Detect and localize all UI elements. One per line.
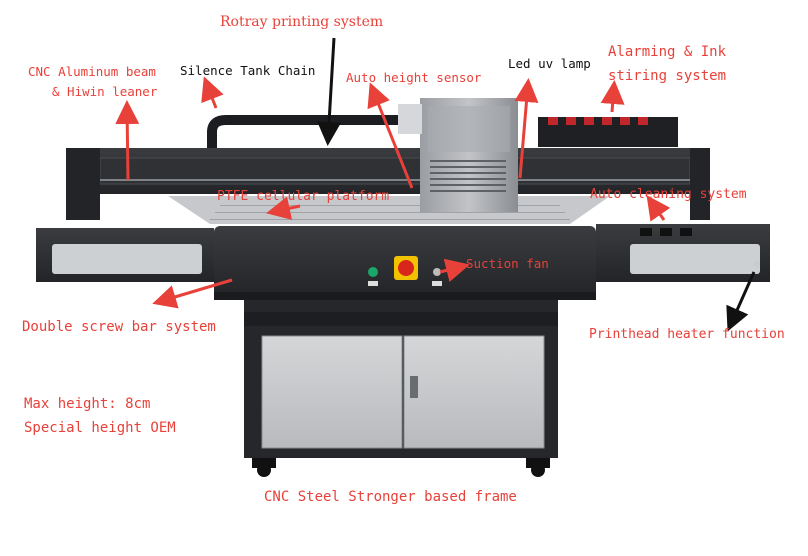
tank-chain	[207, 115, 415, 150]
carriage-vents	[430, 160, 506, 192]
label-suction: Suction fan	[466, 256, 549, 271]
ink-caps	[548, 117, 648, 125]
annotation-arrows	[115, 37, 756, 332]
arrow-ptfe	[266, 196, 301, 220]
cleaning-station	[640, 228, 692, 236]
height-sensor-block	[398, 104, 422, 134]
platform-holes	[210, 205, 570, 220]
arrow-auto-height	[367, 82, 414, 189]
cabinet-door-left	[261, 335, 403, 449]
label-led-uv: Led uv lamp	[508, 56, 591, 71]
label-alarm-1: Alarming & Ink	[608, 44, 727, 60]
label-printhead-heater: Printhead heater function	[589, 327, 785, 342]
arrow-rotary	[317, 37, 342, 146]
label-special-height: Special height OEM	[24, 420, 176, 436]
arrow-cnc-beam	[115, 100, 140, 181]
arrow-alarm	[600, 80, 625, 113]
cabinet-handle	[410, 376, 418, 398]
label-cnc-beam-1: CNC Aluminum beam	[28, 64, 156, 79]
arrow-double-screw	[152, 278, 233, 309]
casters	[252, 458, 550, 477]
label-cnc-beam-2: & Hiwin leaner	[52, 84, 158, 99]
arrow-heater	[726, 271, 756, 332]
label-rotary: Rotray printing system	[220, 14, 384, 30]
cabinet-door-right	[403, 335, 545, 449]
label-alarm-2: stiring system	[608, 68, 727, 84]
suction-switch	[433, 268, 441, 276]
label-ptfe: PTFE cellular platform	[217, 189, 390, 204]
arrow-silence	[201, 76, 224, 109]
estop-button	[398, 260, 414, 276]
label-auto-height: Auto height sensor	[346, 70, 482, 85]
label-frame: CNC Steel Stronger based frame	[264, 489, 517, 505]
arrow-suction	[439, 258, 470, 283]
label-double-screw: Double screw bar system	[22, 319, 216, 335]
label-auto-cleaning: Auto cleaning system	[590, 187, 747, 202]
arrow-led-uv	[514, 78, 539, 179]
label-silence: Silence Tank Chain	[180, 63, 316, 78]
heater-point	[754, 261, 760, 267]
arrow-cleaning	[646, 195, 671, 222]
power-indicator	[368, 267, 378, 277]
label-max-height: Max height: 8cm	[24, 396, 151, 412]
